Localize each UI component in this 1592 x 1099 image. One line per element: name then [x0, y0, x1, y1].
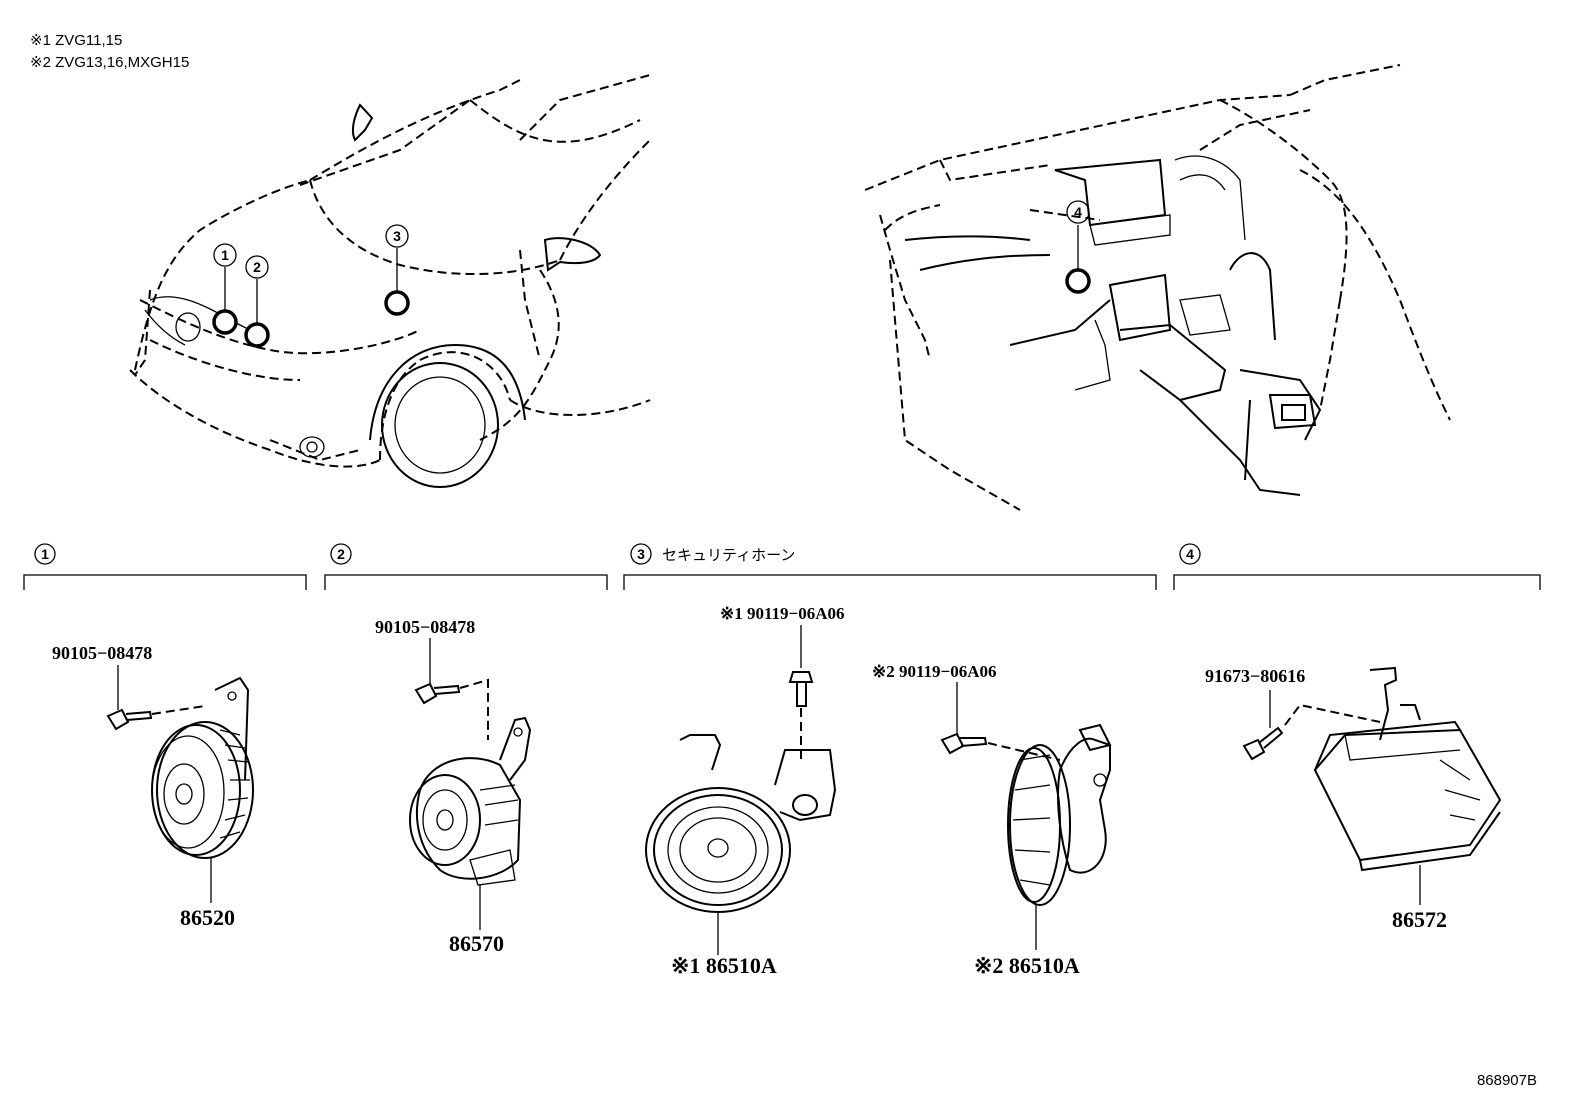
security-horn-86510a-type2 — [940, 682, 1112, 950]
location-marker-1 — [212, 309, 238, 335]
location-marker-3 — [384, 290, 410, 316]
siren-86570 — [409, 638, 532, 930]
note-1: ※1 ZVG11,15 — [30, 32, 122, 49]
callout-3-circle — [385, 224, 409, 248]
callout-1-circle — [213, 243, 237, 267]
callout-2-label: 2 — [253, 259, 261, 275]
part-label-90119-06a06-type2: ※2 90119−06A06 — [872, 662, 997, 681]
section-header-4: 4 — [1173, 543, 1541, 590]
section-3-number: 3 — [637, 546, 645, 562]
dashboard-illustration — [864, 64, 1451, 511]
location-marker-4 — [1065, 268, 1091, 294]
diagram-id: 868907B — [1477, 1072, 1537, 1089]
horn-86520 — [106, 665, 254, 903]
callout-1-label: 1 — [221, 247, 229, 263]
part-label-86520: 86520 — [180, 905, 235, 930]
location-marker-2 — [244, 322, 270, 348]
section-4-number: 4 — [1186, 546, 1194, 562]
callout-3-label: 3 — [393, 228, 401, 244]
part-label-90119-06a06-type1: ※1 90119−06A06 — [720, 604, 845, 623]
part-label-91673-80616: 91673−80616 — [1205, 666, 1305, 686]
security-module-86572 — [1242, 666, 1502, 905]
part-label-86510a-type2: ※2 86510A — [974, 953, 1080, 978]
part-label-90105-08478-b: 90105−08478 — [375, 617, 475, 637]
section-3-title: セキュリティホーン — [662, 546, 795, 564]
section-1-number: 1 — [41, 546, 49, 562]
section-header-2: 2 — [324, 543, 608, 590]
callout-2-circle — [245, 255, 269, 279]
note-2: ※2 ZVG13,16,MXGH15 — [30, 54, 189, 71]
car-front-illustration — [129, 74, 651, 488]
section-2-number: 2 — [337, 546, 345, 562]
part-label-86570: 86570 — [449, 931, 504, 956]
section-header-3: 3 セキュリティホーン — [623, 543, 1157, 590]
callout-4-label: 4 — [1074, 204, 1082, 220]
part-label-86572: 86572 — [1392, 907, 1447, 932]
callout-4-circle — [1066, 200, 1090, 224]
part-label-90105-08478-a: 90105−08478 — [52, 643, 152, 663]
security-horn-86510a-type1 — [645, 625, 837, 955]
section-header-1: 1 — [23, 543, 307, 590]
part-label-86510a-type1: ※1 86510A — [671, 953, 777, 978]
